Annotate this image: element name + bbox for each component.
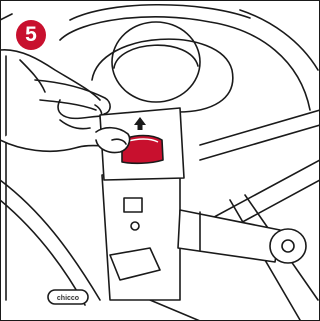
pressing-thumb [96,128,130,153]
brand-logo-text: chicco [57,295,79,302]
buckle-hinge [178,210,306,263]
step-number-badge: 5 [16,20,46,50]
brand-logo: chicco [48,290,88,304]
headrest-recess [112,22,200,102]
step-number: 5 [25,23,37,47]
buckle-base [102,168,180,300]
